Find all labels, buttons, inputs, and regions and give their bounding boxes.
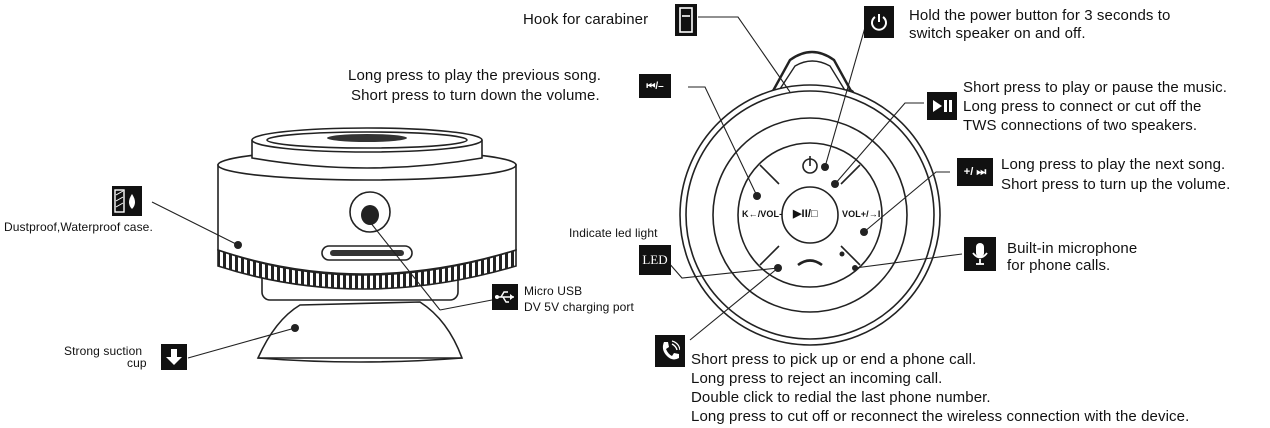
hook-icon: [675, 4, 697, 36]
prev-label-2: Short press to turn down the volume.: [351, 87, 600, 104]
right-leaders: [667, 16, 963, 341]
power-icon: [864, 6, 894, 38]
front-speaker: [679, 50, 941, 346]
call-line-4: Long press to cut off or reconnect the w…: [691, 408, 1190, 425]
left-leaders: [151, 201, 493, 359]
mic-label-2: for phone calls.: [1007, 257, 1111, 274]
next-volume-up-icon: +/ ⏭: [957, 158, 993, 186]
hook: [766, 50, 858, 101]
hook-label: Hook for carabiner: [523, 11, 649, 28]
suction-label-2: cup: [127, 356, 147, 370]
call-line-3: Double click to redial the last phone nu…: [691, 389, 991, 406]
mic-label-1: Built-in microphone: [1007, 240, 1138, 257]
led-caption: Indicate led light: [569, 226, 658, 240]
play-pause-icon: [927, 92, 957, 120]
usb-label-1: Micro USB: [524, 284, 583, 298]
play-label-3: TWS connections of two speakers.: [963, 117, 1198, 134]
led-box: LED: [639, 245, 671, 275]
power-label-2: switch speaker on and off.: [909, 25, 1086, 42]
play-label-1: Short press to play or pause the music.: [963, 79, 1228, 96]
call-line-1: Short press to pick up or end a phone ca…: [691, 351, 977, 368]
play-pause-label: ▶II/□: [793, 208, 818, 220]
play-label-2: Long press to connect or cut off the: [963, 98, 1202, 115]
suction-label-1: Strong suction: [64, 344, 143, 358]
previous-volume-down-icon: ⏮/–: [639, 74, 671, 98]
vol-down-label: K←/VOL-: [742, 209, 783, 219]
next-label-1: Long press to play the next song.: [1001, 156, 1226, 173]
power-label-1: Hold the power button for 3 seconds to: [909, 7, 1171, 24]
water-drop-icon: [112, 186, 142, 216]
microphone-icon: [964, 237, 996, 271]
side-speaker: [217, 127, 517, 363]
down-arrow-icon: [161, 344, 187, 370]
grille-band: [217, 248, 517, 290]
vol-up-label: VOL+/→I: [842, 209, 881, 219]
dustproof-label: Dustproof,Waterproof case.: [4, 220, 153, 234]
phone-icon: [655, 335, 685, 367]
prev-label-1: Long press to play the previous song.: [348, 67, 602, 84]
usb-label-2: DV 5V charging port: [524, 300, 634, 314]
call-line-2: Long press to reject an incoming call.: [691, 370, 943, 387]
usb-icon: [492, 284, 518, 310]
next-label-2: Short press to turn up the volume.: [1001, 176, 1231, 193]
